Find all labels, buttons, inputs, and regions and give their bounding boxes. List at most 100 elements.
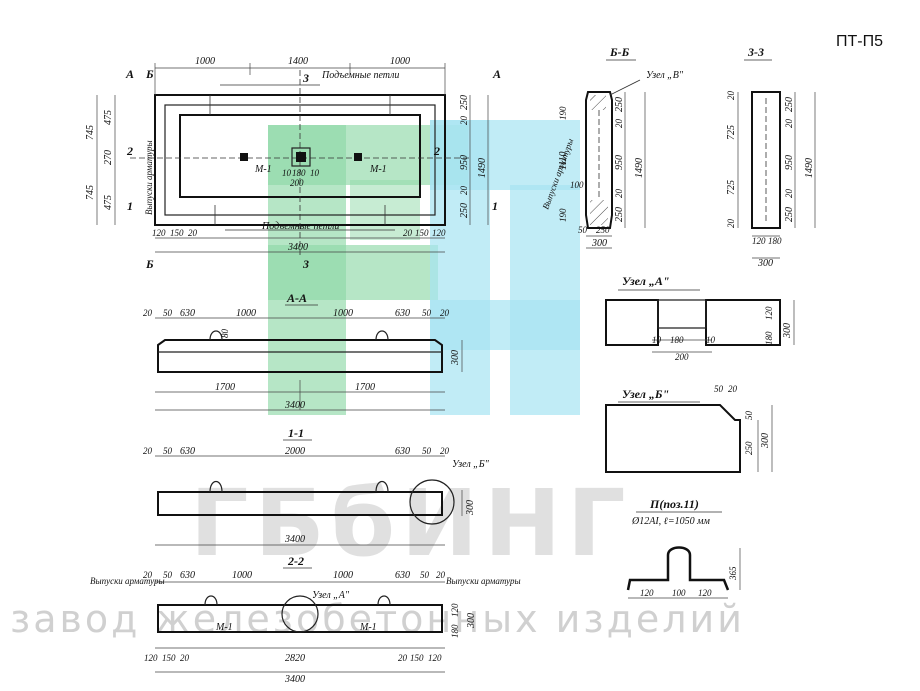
plan-right-dim-3: 950 <box>459 155 470 170</box>
node-a-callout <box>281 595 319 633</box>
plan-top-dim-1: 1000 <box>195 56 215 67</box>
embed-center <box>296 152 306 162</box>
loop-dim-2: 100 <box>672 588 686 598</box>
s33-bottom-1: 120 <box>752 236 766 246</box>
plan-label-loops-top: Подъемные петли <box>321 70 399 81</box>
plan-right-dim-4: 20 <box>459 186 469 196</box>
s22-dim-3: 630 <box>180 570 195 581</box>
node-b-title: Узел „Б" <box>622 387 669 401</box>
plan-left-dim-3: 475 <box>103 110 114 125</box>
s22-right-1: 180 <box>450 624 460 638</box>
plan-right-dim-1: 250 <box>459 95 470 110</box>
s22-bottom-1: 120 <box>144 653 158 663</box>
loop-shape <box>626 546 730 591</box>
plan-bottom-dim-5: 20 <box>403 228 413 238</box>
section-11-body <box>157 491 443 516</box>
watermark-logo: ГБбИНГ завод железобетонных изделий <box>10 120 742 641</box>
s22-dim-2: 50 <box>163 570 173 580</box>
aa-bottom-dim-1: 1700 <box>215 382 235 393</box>
bb-left-1: 190 <box>558 106 568 120</box>
s11-dim-3: 630 <box>180 446 195 457</box>
node-a-dim-4: 200 <box>675 352 689 362</box>
section-33: 3-3 20 725 725 20 250 20 950 20 250 1490… <box>726 45 816 269</box>
s22-bottom-8: 3400 <box>284 674 305 685</box>
mark-3-top: 3 <box>302 71 309 85</box>
s22-bottom-4: 2820 <box>285 653 305 664</box>
loop-spec: Ø12АI, ℓ=1050 мм <box>631 516 710 527</box>
aa-bottom-dim-2: 1700 <box>355 382 375 393</box>
aa-dim-8: 20 <box>440 308 450 318</box>
s11-dim-6: 50 <box>422 446 432 456</box>
mark-2-right: 2 <box>433 144 440 158</box>
plan-left-dim-4: 270 <box>103 150 114 165</box>
section-bb: Б-Б Узел „В" 190 1110 190 Выпуски армату… <box>540 45 683 249</box>
product-code: ПТ-П5 <box>836 33 883 50</box>
plan-left-dim-2: 745 <box>85 185 96 200</box>
s22-bottom-6: 150 <box>410 653 424 663</box>
node-a-dim-3: 10 <box>706 335 716 345</box>
s22-right-3: 300 <box>466 613 477 629</box>
node-b-dim-4: 250 <box>744 441 754 455</box>
s33-bottom-2: 180 <box>768 236 782 246</box>
aa-bottom-dim-3: 3400 <box>284 400 305 411</box>
mark-a-left: А <box>125 67 134 81</box>
s22-bottom-2: 150 <box>162 653 176 663</box>
section-22-title: 2-2 <box>287 554 304 568</box>
bb-right-4: 20 <box>614 189 624 199</box>
loop-title: П(поз.11) <box>649 497 699 511</box>
bb-node: Узел „В" <box>646 70 684 81</box>
node-b-callout <box>409 479 455 525</box>
s22-m1-right: М-1 <box>359 622 377 633</box>
s33-right-3: 950 <box>784 155 795 170</box>
s22-node-a: Узел „А" <box>312 590 350 601</box>
plan-bottom-dim-3: 20 <box>188 228 198 238</box>
embed-m1-right <box>354 153 362 161</box>
mark-b-top: Б <box>145 67 154 81</box>
loop-dim-1: 120 <box>640 588 654 598</box>
s33-right-1: 250 <box>784 97 795 112</box>
bb-left-2: 1110 <box>558 151 569 170</box>
node-b-dim-1: 50 <box>714 384 724 394</box>
bb-right-3: 950 <box>614 155 625 170</box>
plan-center-dim-1: 180 <box>292 168 306 178</box>
plan-view: Подъемные петли Подъемные петли Выпуски … <box>85 56 501 271</box>
s22-dim-5: 1000 <box>333 570 353 581</box>
s22-outlets-right: Выпуски арматуры <box>446 576 521 586</box>
plan-center-dim-3: 10 <box>310 168 320 178</box>
plan-label-m1-left: М-1 <box>254 164 272 175</box>
aa-dim-7: 50 <box>422 308 432 318</box>
plan-label-outlets: Выпуски арматуры <box>144 140 154 215</box>
node-a-dim-7: 300 <box>782 323 793 339</box>
plan-center-dim-4: 200 <box>290 178 304 188</box>
s11-dim-5: 630 <box>395 446 410 457</box>
section-aa-title: А-А <box>286 291 307 305</box>
s11-dim-1: 20 <box>143 446 153 456</box>
s22-bottom-7: 120 <box>428 653 442 663</box>
plan-label-loops-bottom: Подъемные петли <box>261 221 339 232</box>
bb-bottom-3: 300 <box>591 238 607 249</box>
aa-dim-1: 20 <box>143 308 153 318</box>
s33-right-5: 250 <box>784 207 795 222</box>
s11-bottom-dim: 3400 <box>284 534 305 545</box>
node-a-detail: Узел „А" 180 10 10 200 180 120 300 <box>605 274 795 362</box>
s22-dim-1: 20 <box>143 570 153 580</box>
section-11: 1-1 20 50 630 2000 630 50 20 Узел „Б" 34… <box>143 426 490 546</box>
s22-dim-4: 1000 <box>232 570 252 581</box>
bb-bottom-2: 250 <box>596 225 610 235</box>
section-22: 2-2 20 50 630 1000 1000 630 50 20 Выпуск… <box>90 554 521 685</box>
node-a-dim-1: 180 <box>670 335 684 345</box>
plan-left-dim-1: 745 <box>85 125 96 140</box>
mark-3-bottom: 3 <box>302 257 309 271</box>
plan-label-m1-right: М-1 <box>369 164 387 175</box>
s33-bottom-3: 300 <box>757 258 773 269</box>
plan-right-dim-6: 1490 <box>477 158 488 178</box>
s22-dim-7: 50 <box>420 570 430 580</box>
s22-dim-6: 630 <box>395 570 410 581</box>
plan-top-dim-3: 1000 <box>390 56 410 67</box>
loop-detail: П(поз.11) Ø12АI, ℓ=1050 мм 120 100 120 3… <box>626 497 741 599</box>
plan-bottom-dim-4: 3400 <box>287 242 308 253</box>
s22-bottom-5: 20 <box>398 653 408 663</box>
bb-right-1: 250 <box>614 97 625 112</box>
node-a-dim-2: 10 <box>652 335 662 345</box>
